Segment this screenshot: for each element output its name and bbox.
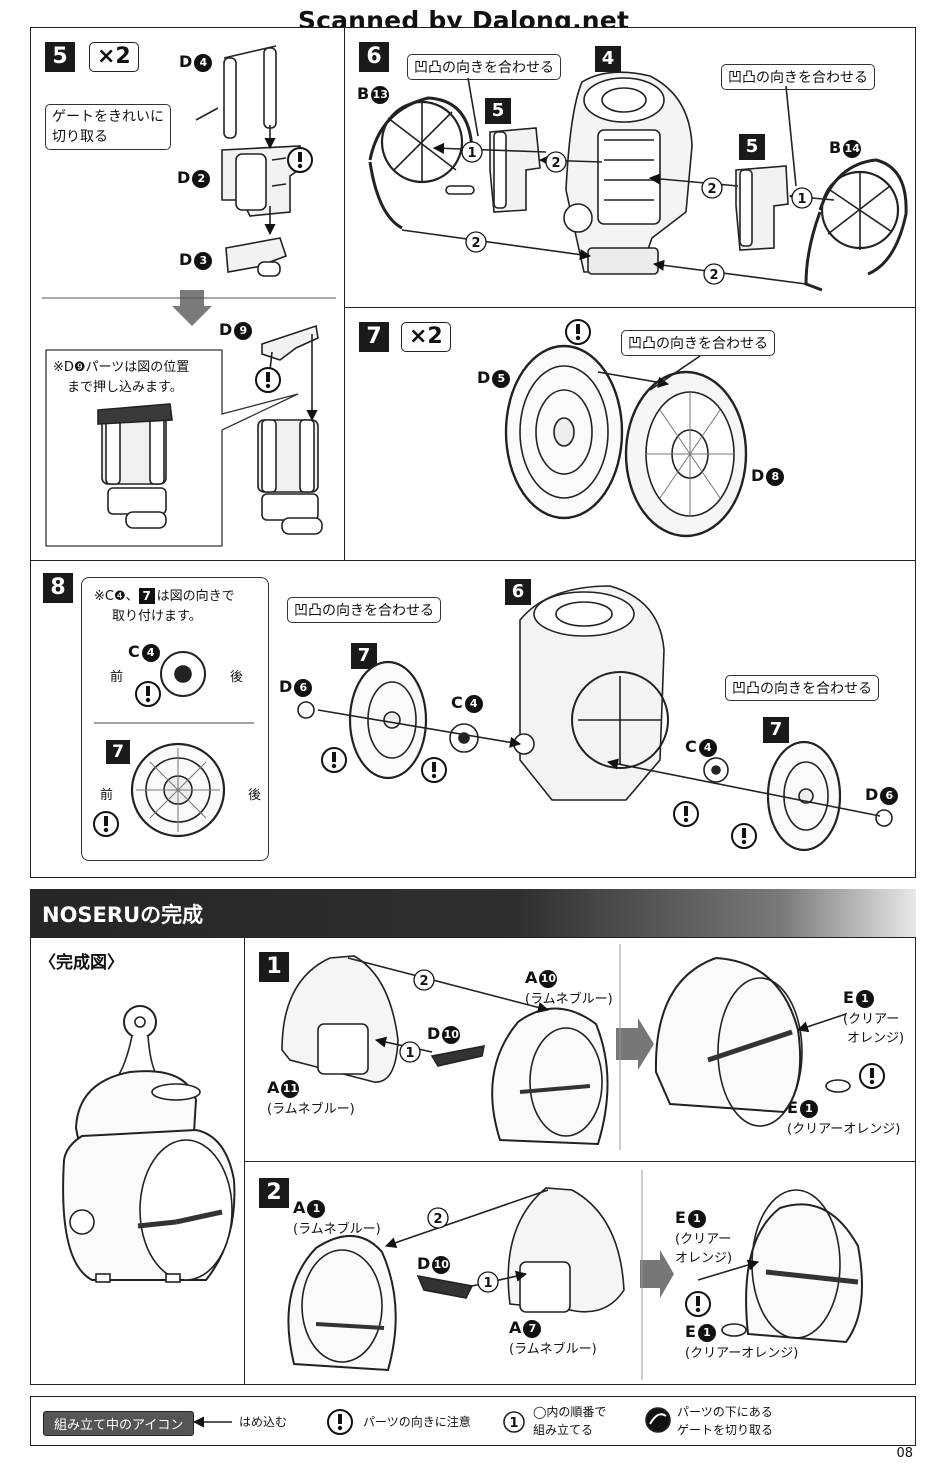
multiplier-badge: ×2 [89, 42, 139, 72]
ref-step-7-right: 7 [763, 717, 789, 743]
icon-legend: 組み立て中のアイコン はめ込む パーツの向きに注意 ◯内の順番で 組み立てる パ… [30, 1396, 916, 1446]
page-number: 08 [896, 1446, 913, 1461]
ref-step-7-inset: 7 [106, 740, 130, 764]
legend-insert-text: はめ込む [239, 1415, 288, 1429]
d9-note: ※D❾パーツは図の位置 まで押し込みます。 [53, 360, 190, 395]
step-number: 6 [359, 42, 389, 72]
step-number: 2 [259, 1178, 289, 1208]
step-number: 7 [359, 322, 389, 352]
noseru-section-header: NOSERUの完成 [30, 889, 916, 937]
align-callout: 凹凸の向きを合わせる [621, 330, 775, 356]
back-label-2: 後 [248, 788, 262, 803]
section-title: NOSERUの完成 [42, 903, 204, 927]
legend-caution-text: パーツの向きに注意 [363, 1415, 471, 1429]
align-callout-left: 凹凸の向きを合わせる [407, 54, 561, 80]
front-label-1: 前 [110, 670, 124, 685]
front-label-2: 前 [100, 788, 114, 803]
multiplier-badge: ×2 [401, 322, 451, 352]
legend-order-text: ◯内の順番で 組み立てる [533, 1405, 607, 1437]
ref-step-6: 6 [505, 579, 531, 605]
ref-step-4: 4 [595, 46, 621, 72]
complete-view-label: 〈完成図〉 [39, 953, 124, 973]
legend-gate-text: パーツの下にある ゲートを切り取る [677, 1405, 774, 1437]
legend-badge: 組み立て中のアイコン [43, 1411, 195, 1436]
ref-step-7-left: 7 [351, 643, 377, 669]
step-number: 1 [259, 952, 289, 982]
align-callout-left: 凹凸の向きを合わせる [287, 597, 441, 623]
ref-step-5-left: 5 [485, 98, 511, 124]
step-number: 5 [45, 42, 75, 72]
complete-view-panel: 〈完成図〉 [30, 937, 246, 1385]
back-label-1: 後 [230, 670, 244, 685]
align-callout-right: 凹凸の向きを合わせる [725, 675, 879, 701]
step-number: 8 [43, 573, 73, 603]
gate-callout: ゲートをきれいに 切り取る [45, 104, 171, 150]
ref-step-5-right: 5 [739, 134, 765, 160]
align-callout-right: 凹凸の向きを合わせる [721, 64, 875, 90]
